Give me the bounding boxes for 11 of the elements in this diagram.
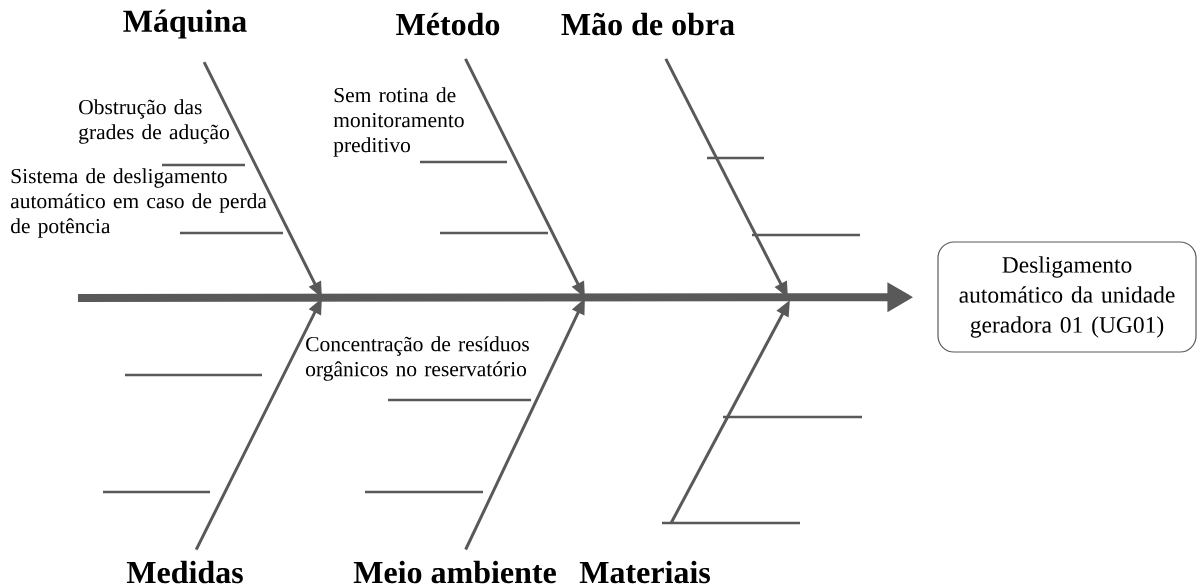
- effect-box: Desligamento automático da unidade geradora 01 (UG01): [937, 241, 1197, 353]
- cause-text: Sistema de desligamento automático em caso de perda de potência: [10, 168, 267, 238]
- category-label: Meio ambiente: [353, 560, 556, 584]
- cause-text: Obstrução das grades de adução: [79, 99, 229, 144]
- cause-text: Concentração de resíduos orgânicos no reservatório: [306, 336, 529, 381]
- category-label: Máquina: [123, 9, 247, 39]
- category-label: Materiais: [579, 560, 710, 584]
- cause-text: Sem rotina de monitoramento preditivo: [333, 87, 464, 157]
- category-label: Método: [396, 12, 500, 36]
- category-label: Mão de obra: [561, 12, 735, 36]
- category-label: Medidas: [126, 560, 243, 584]
